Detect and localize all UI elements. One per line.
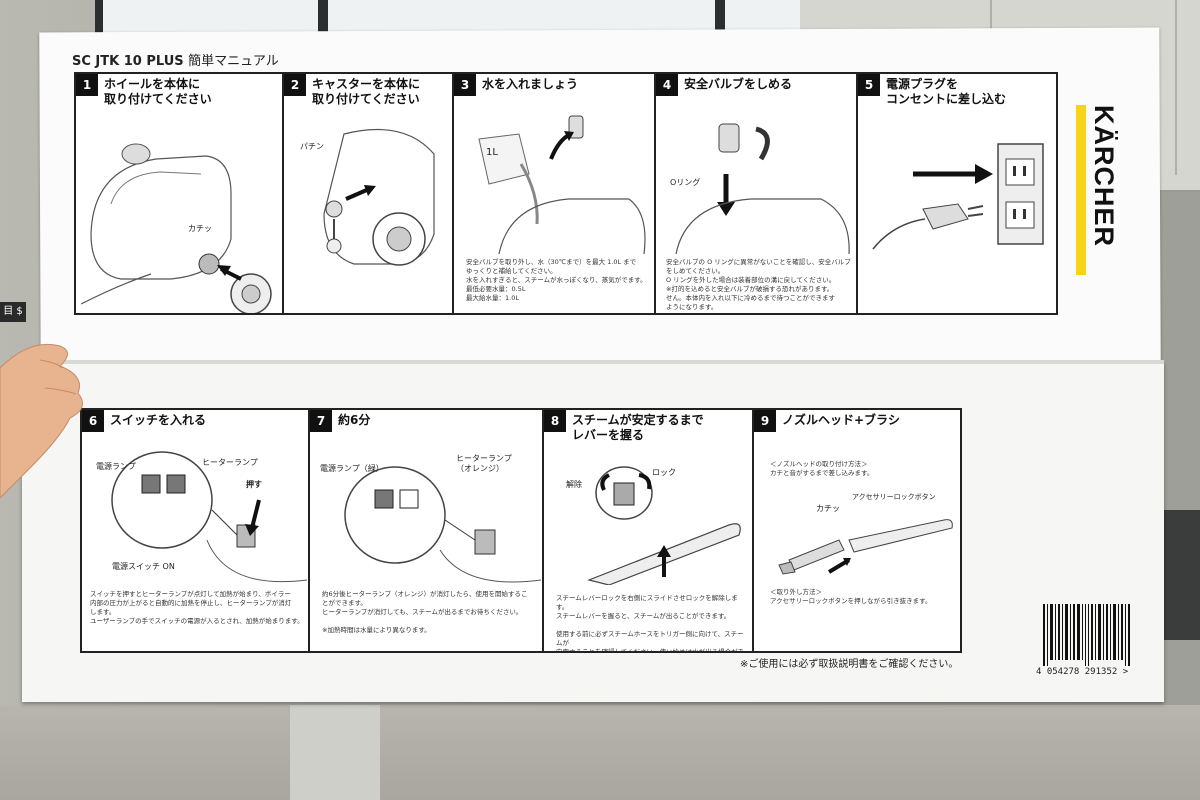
step-8-panel: 8 スチームが安定するまで レバーを握る 解除 ロック スチームレバーロックを右… bbox=[542, 408, 754, 653]
step-1-panel: 1 ホイールを本体に 取り付けてください カチッ bbox=[74, 72, 284, 315]
step-number: 6 bbox=[82, 410, 104, 432]
heater-lamp-orange-label: ヒーターランプ （オレンジ） bbox=[456, 454, 512, 473]
remove-method-note: ＜取り外し方法＞ アクセサリーロックボタンを押しながら引き抜きます。 bbox=[770, 588, 932, 605]
box-fold-line bbox=[22, 360, 1164, 364]
attach-method-note: ＜ノズルヘッドの取り付け方法＞ カチと音がするまで差し込みます。 bbox=[770, 460, 874, 477]
manual-subtitle: 簡単マニュアル bbox=[188, 54, 279, 69]
power-lamp-green-label: 電源ランプ（緑） bbox=[320, 464, 384, 473]
brand-color-bar bbox=[1076, 105, 1086, 275]
accessory-lock-button-label: アクセサリーロックボタン bbox=[852, 493, 936, 501]
step-note: 約6分後ヒーターランプ（オレンジ）が消灯したら、使用を開始するこ とができます。… bbox=[322, 590, 528, 634]
step-title: スチームが安定するまで レバーを握る bbox=[572, 413, 704, 442]
barcode bbox=[1043, 604, 1130, 666]
step-7-panel: 7 約6分 電源ランプ（緑） ヒーターランプ （オレンジ） 約6分後ヒーターラン… bbox=[308, 408, 544, 653]
wall-sign: 目 $ bbox=[0, 302, 26, 322]
steam-lever-illustration bbox=[587, 466, 741, 585]
steam-cleaner-wheel-illustration bbox=[81, 143, 272, 313]
barcode-number: 4 054278 291352 > bbox=[1036, 667, 1129, 677]
step-3-panel: 3 水を入れましょう 1L 安全バルブを取り外し、水（30℃まで）を最大 1.0… bbox=[452, 72, 656, 315]
fill-water-illustration bbox=[478, 115, 646, 254]
step-9-panel: 9 ノズルヘッド+ブラシ ＜ノズルヘッドの取り付け方法＞ カチと音がするまで差し… bbox=[752, 408, 962, 653]
power-lamp-label: 電源ランプ bbox=[96, 462, 136, 471]
brand-name: KÄRCHER bbox=[1089, 105, 1119, 247]
heater-lamp-illustration bbox=[344, 466, 541, 583]
step-title: 安全バルブをしめる bbox=[684, 77, 793, 91]
step-5-panel: 5 電源プラグを コンセントに差し込む bbox=[856, 72, 1058, 315]
step-title: ホイールを本体に 取り付けてください bbox=[104, 77, 212, 106]
step-title: 約6分 bbox=[338, 413, 371, 427]
step-title: 電源プラグを コンセントに差し込む bbox=[886, 77, 1007, 106]
lock-label: ロック bbox=[652, 468, 676, 477]
step-note: 安全バルブを取り外し、水（30℃まで）を最大 1.0L まで ゆっくりと補給して… bbox=[466, 258, 647, 302]
click-label: カチッ bbox=[188, 224, 212, 233]
caster-attach-illustration bbox=[323, 128, 435, 266]
step-note: スチームレバーロックを右側にスライドさせロックを解除します。 スチームレバーを握… bbox=[556, 594, 745, 653]
o-ring-label: Oリング bbox=[670, 178, 701, 187]
unlock-label: 解除 bbox=[566, 480, 582, 489]
step-note: スイッチを押すとヒーターランプが点灯して加熱が始まり、ボイラー 内部の圧力が上が… bbox=[90, 590, 304, 625]
step-title: 水を入れましょう bbox=[482, 77, 579, 91]
heater-lamp-label: ヒーターランプ bbox=[202, 458, 258, 467]
product-name: SC JTK 10 PLUS bbox=[72, 54, 184, 69]
nozzle-head-illustration bbox=[778, 519, 953, 575]
karcher-logo: KÄRCHER bbox=[1088, 105, 1122, 280]
step-note: 安全バルブの O リングに異常がないことを確認し、安全バルブ をしめてください。… bbox=[666, 258, 851, 311]
dark-panel bbox=[1160, 510, 1200, 640]
click-label: カチッ bbox=[816, 504, 840, 513]
step-2-panel: 2 キャスターを本体に 取り付けてください パチン bbox=[282, 72, 454, 315]
step-number: 3 bbox=[454, 74, 476, 96]
step-number: 5 bbox=[858, 74, 880, 96]
step-title: スイッチを入れる bbox=[110, 413, 207, 427]
step-number: 7 bbox=[310, 410, 332, 432]
step-title: キャスターを本体に 取り付けてください bbox=[312, 77, 421, 106]
footer-note: ※ご使用には必ず取扱説明書をご確認ください。 bbox=[740, 659, 959, 670]
one-liter-label: 1L bbox=[486, 147, 498, 158]
step-number: 2 bbox=[284, 74, 306, 96]
push-label: 押す bbox=[246, 480, 262, 489]
step-number: 8 bbox=[544, 410, 566, 432]
hand bbox=[0, 343, 83, 498]
step-number: 4 bbox=[656, 74, 678, 96]
safety-valve-illustration bbox=[675, 123, 850, 254]
step-title: ノズルヘッド+ブラシ bbox=[782, 413, 900, 427]
step-number: 9 bbox=[754, 410, 776, 432]
snap-label: パチン bbox=[300, 142, 324, 151]
plug-outlet-illustration bbox=[872, 143, 1044, 250]
power-switch-on-label: 電源スイッチ ON bbox=[112, 562, 175, 571]
power-switch-illustration bbox=[111, 451, 307, 583]
manual-title: SC JTK 10 PLUS 簡単マニュアル bbox=[72, 50, 279, 69]
step-number: 1 bbox=[76, 74, 98, 96]
floor-background bbox=[0, 705, 1200, 800]
step-4-panel: 4 安全バルブをしめる Oリング 安全バルブの O リングに異常がないことを確認… bbox=[654, 72, 858, 315]
white-post bbox=[290, 705, 380, 800]
step-6-panel: 6 スイッチを入れる 電源ランプ ヒーターランプ 押す 電源スイッチ ON スイ… bbox=[80, 408, 310, 653]
